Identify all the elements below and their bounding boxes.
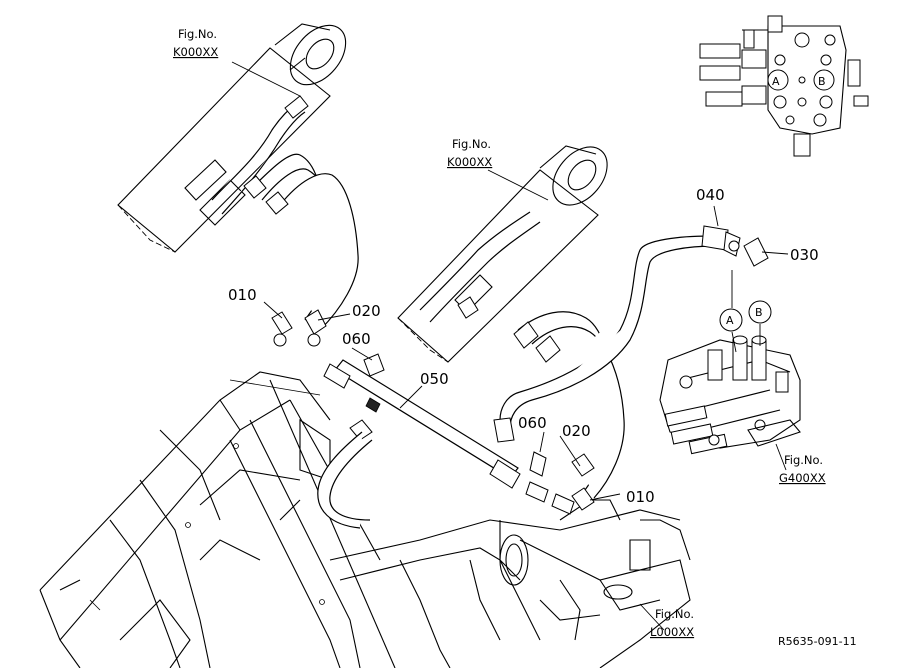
port-callouts: A B [719, 270, 772, 353]
svg-text:Fig.No.: Fig.No. [178, 27, 217, 41]
steel-pipe-050 [317, 353, 575, 529]
left-cylinder-hoses [243, 153, 359, 347]
part-label-060-lower: 060 [518, 414, 547, 432]
part-label-020-upper: 020 [352, 302, 381, 320]
loader-frame [39, 371, 691, 668]
part-label-030: 030 [790, 246, 819, 264]
valve-inset: A B [699, 15, 869, 157]
part-label-040: 040 [696, 186, 725, 204]
fig-ref-left-cylinder: Fig.No. K000XX [173, 27, 218, 59]
inset-port-a-label: A [772, 75, 780, 88]
port-b-label: B [755, 306, 763, 319]
fig-ref-frame: Fig.No. L000XX [650, 607, 694, 639]
left-lift-cylinder [117, 23, 347, 253]
part-label-020-lower: 020 [562, 422, 591, 440]
fig-ref-valve: Fig.No. G400XX [779, 453, 826, 485]
drawing-id: R5635-091-11 [778, 635, 857, 648]
svg-text:Fig.No.: Fig.No. [655, 607, 694, 621]
control-valve [659, 335, 801, 455]
fig-code-valve: G400XX [779, 471, 826, 485]
fig-ref-right-cylinder: Fig.No. K000XX [447, 137, 492, 169]
leader-lines [231, 61, 789, 631]
inset-port-b-label: B [818, 75, 826, 88]
part-label-010-lower: 010 [626, 488, 655, 506]
right-lift-cylinder [397, 145, 608, 363]
port-a-label: A [726, 314, 734, 327]
fig-code-frame: L000XX [650, 625, 694, 639]
fig-code-right-cylinder: K000XX [447, 155, 492, 169]
part-label-060-upper: 060 [342, 330, 371, 348]
part-label-050: 050 [420, 370, 449, 388]
svg-text:Fig.No.: Fig.No. [452, 137, 491, 151]
svg-text:Fig.No.: Fig.No. [784, 453, 823, 467]
long-hose-040 [493, 225, 769, 443]
part-label-010-upper: 010 [228, 286, 257, 304]
fig-code-left-cylinder: K000XX [173, 45, 218, 59]
